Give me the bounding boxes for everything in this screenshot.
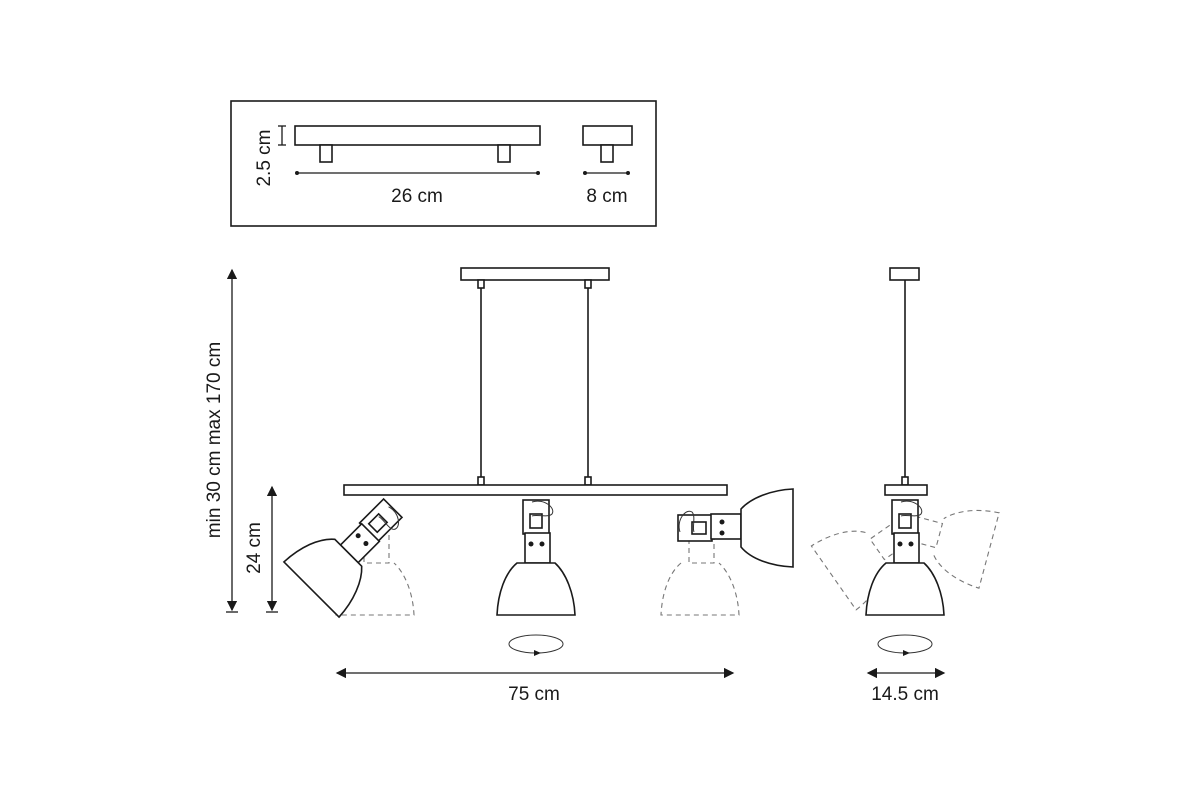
- ceiling-canopy: [460, 267, 610, 281]
- center-spot-lamp: [496, 499, 576, 616]
- canopy-width-label: 8 cm: [586, 186, 627, 207]
- fixture-height-label: 24 cm: [244, 522, 265, 574]
- rotation-icon: [508, 634, 564, 654]
- left-spot-lamp: [283, 479, 422, 618]
- front-view: 75 cm min 30 cm max 170 cm 24 cm: [204, 267, 794, 705]
- rotation-icon: [877, 634, 933, 654]
- suspension-height-label: min 30 cm max 170 cm: [204, 342, 225, 538]
- right-spot-lamp: [677, 488, 794, 568]
- side-spot-lamp: [865, 499, 945, 616]
- lamp-bar: [343, 484, 728, 496]
- canopy-length-label: 26 cm: [391, 186, 443, 207]
- canopy-side-view: [582, 125, 633, 146]
- side-view: 14.5 cm: [810, 267, 1000, 705]
- depth-label: 14.5 cm: [871, 684, 939, 705]
- canopy-height-label: 2.5 cm: [254, 129, 275, 186]
- width-label: 75 cm: [508, 684, 560, 705]
- canopy-top-view: [294, 125, 541, 146]
- canopy-detail-box: 2.5 cm 26 cm 8 cm: [230, 100, 657, 227]
